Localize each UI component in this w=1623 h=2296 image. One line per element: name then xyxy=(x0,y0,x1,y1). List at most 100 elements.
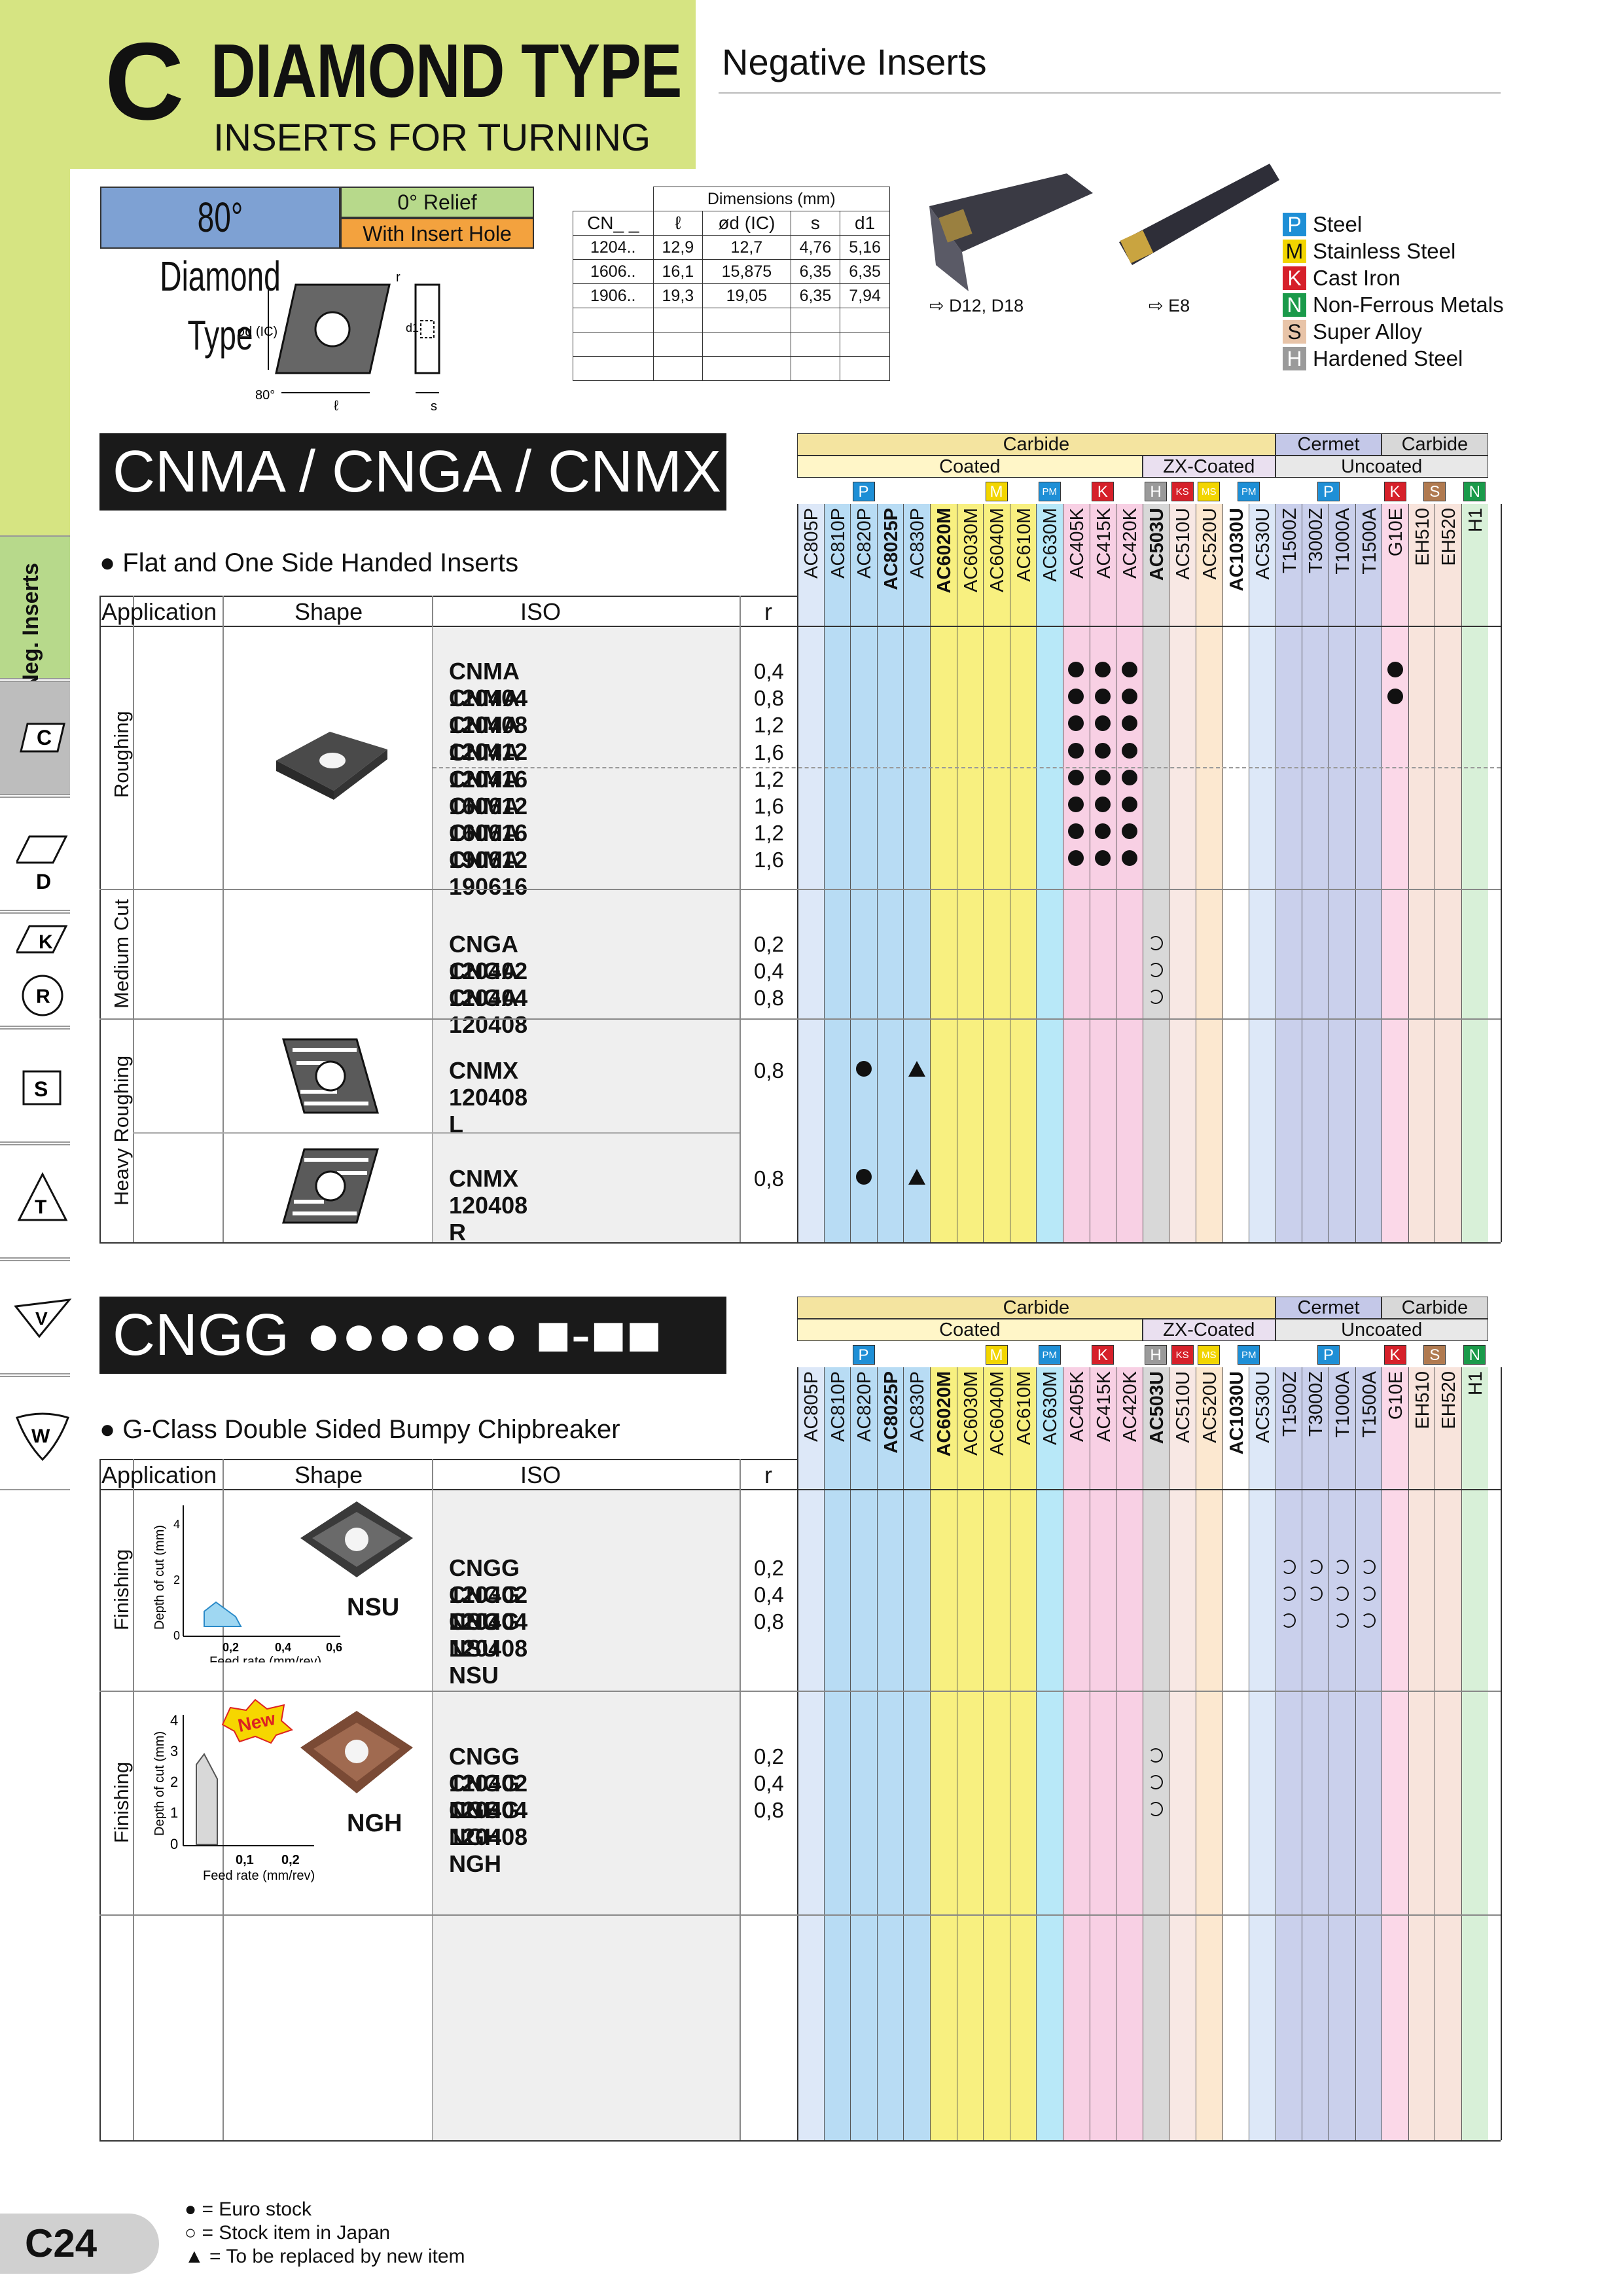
table-border xyxy=(99,596,101,1242)
tab-neg-inserts[interactable]: Neg. Inserts xyxy=(0,535,70,691)
iso-tag: MS xyxy=(1198,1345,1221,1365)
grade-label: EH510 xyxy=(1412,1371,1433,1429)
row-separator xyxy=(433,767,1501,768)
grade-label: T1500Z xyxy=(1279,1371,1300,1437)
euro-stock-mark xyxy=(1121,715,1137,732)
dim-header: ød (IC) xyxy=(702,211,791,236)
r-value: 0,8 xyxy=(754,1609,784,1634)
page-number: C24 xyxy=(0,2214,159,2274)
iso-cat-no: CNMA 160616 xyxy=(449,793,528,846)
dim-header: s xyxy=(790,211,841,236)
replaced-mark xyxy=(908,1169,925,1185)
grade-column: T1000A xyxy=(1329,504,1355,1242)
grade-label: G10E xyxy=(1385,508,1407,557)
grade-group-header: Carbide xyxy=(797,1297,1275,1319)
iso-cat-no: CNMA 190612 xyxy=(449,819,528,874)
grade-label: AC6040M xyxy=(987,1371,1008,1456)
iso-tag: H xyxy=(1145,1345,1168,1365)
footnote-replaced: ▲ = To be replaced by new item xyxy=(185,2246,465,2267)
availability-mark xyxy=(1066,742,1086,762)
legend-label: Non-Ferrous Metals xyxy=(1313,293,1504,317)
tab-v[interactable]: V xyxy=(0,1260,72,1374)
tab-d[interactable]: D xyxy=(0,797,70,911)
availability-mark xyxy=(1146,1801,1166,1820)
ngh-xtick: 0,1 xyxy=(236,1853,254,1867)
d-shape-icon: D xyxy=(16,835,68,893)
c-shape-icon: C xyxy=(20,723,65,753)
section1-subtitle: ● Flat and One Side Handed Inserts xyxy=(99,548,519,577)
euro-stock-mark xyxy=(1121,850,1137,867)
availability-mark xyxy=(1066,689,1086,708)
tab-s[interactable]: S xyxy=(0,1028,70,1143)
tab-c[interactable]: C xyxy=(0,681,70,795)
r-value: 0,2 xyxy=(754,932,784,956)
availability-mark xyxy=(1066,715,1086,735)
ngh-ytick: 4 xyxy=(170,1712,178,1729)
tab-t[interactable]: T xyxy=(0,1144,70,1259)
nsu-chipbreaker-graph: 0 2 4 0,2 0,4 0,6 Feed rate (mm/rev) Dep… xyxy=(152,1505,342,1662)
grade-label: AC805P xyxy=(801,508,822,579)
iso-cat-no: CNGG 120408 NSU xyxy=(449,1608,528,1689)
application-header: Application xyxy=(101,598,217,625)
r-value: 1,2 xyxy=(754,713,784,738)
japan-stock-mark xyxy=(1361,1560,1376,1574)
euro-stock-mark xyxy=(1094,742,1111,759)
application-header: Application xyxy=(101,1462,217,1488)
grade-column: T1500A xyxy=(1355,1367,1382,2140)
euro-stock-mark xyxy=(1121,797,1137,812)
grade-column: AC6040M xyxy=(983,504,1010,1242)
grade-column: AC1030U xyxy=(1222,504,1249,1242)
tab-w[interactable]: W xyxy=(0,1376,70,1490)
dim-cell: 1606.. xyxy=(573,259,654,284)
availability-mark xyxy=(1279,1558,1298,1578)
table-row xyxy=(573,308,890,332)
grade-column: AC6040M xyxy=(983,1367,1010,2140)
header-rule xyxy=(99,1459,797,1460)
japan-stock-mark xyxy=(1149,1748,1164,1763)
svg-text:C: C xyxy=(37,726,52,749)
legend-label: Super Alloy xyxy=(1313,319,1422,344)
application-label: Heavy Roughing xyxy=(110,1055,133,1206)
svg-text:T: T xyxy=(35,1196,46,1218)
grade-label: AC405K xyxy=(1067,508,1088,579)
insert-dimension-diagram: ød (IC) 80° r ℓ s d1 xyxy=(237,270,440,414)
application-label: Finishing xyxy=(110,1549,133,1631)
iso-tag: M xyxy=(985,1345,1008,1365)
dim-cell: 7,94 xyxy=(840,283,890,308)
grade-column: AC805P xyxy=(797,1367,824,2140)
availability-mark xyxy=(1120,769,1139,789)
grade-column: AC530U xyxy=(1249,1367,1275,2140)
grade-label: AC1030U xyxy=(1226,1371,1247,1455)
svg-text:K: K xyxy=(39,931,53,953)
japan-stock-mark xyxy=(1334,1587,1349,1601)
grade-column: AC415K xyxy=(1089,504,1116,1242)
grade-column: AC820P xyxy=(850,1367,877,2140)
grade-column: AC810P xyxy=(823,504,851,1242)
grade-column: T1500Z xyxy=(1275,1367,1302,2140)
iso-cat-no: CNMA 120412 xyxy=(449,711,528,766)
japan-stock-mark xyxy=(1361,1587,1376,1601)
iso-tag: PM xyxy=(1038,482,1061,501)
availability-mark xyxy=(1306,1585,1325,1605)
grade-column: AC610M xyxy=(1009,504,1037,1242)
r-value: 0,8 xyxy=(754,1058,784,1083)
t-shape-icon: T xyxy=(17,1172,68,1221)
grade-column: AC405K xyxy=(1063,1367,1090,2140)
grade-column: EH520 xyxy=(1435,504,1461,1242)
r-header: r xyxy=(764,598,772,625)
iso-cat-no: CNGA 120402 xyxy=(449,931,528,984)
availability-mark xyxy=(1066,797,1086,816)
iso-column-bg xyxy=(433,627,740,1242)
grade-label: AC415K xyxy=(1093,1371,1115,1443)
euro-stock-mark xyxy=(1121,823,1137,840)
nsu-xtick: 0,4 xyxy=(275,1641,291,1654)
dim-header: d1 xyxy=(840,211,890,236)
iso-tag: N xyxy=(1463,1345,1486,1365)
r-value: 0,4 xyxy=(754,659,784,683)
table-row xyxy=(573,332,890,357)
r-header: r xyxy=(764,1462,772,1488)
